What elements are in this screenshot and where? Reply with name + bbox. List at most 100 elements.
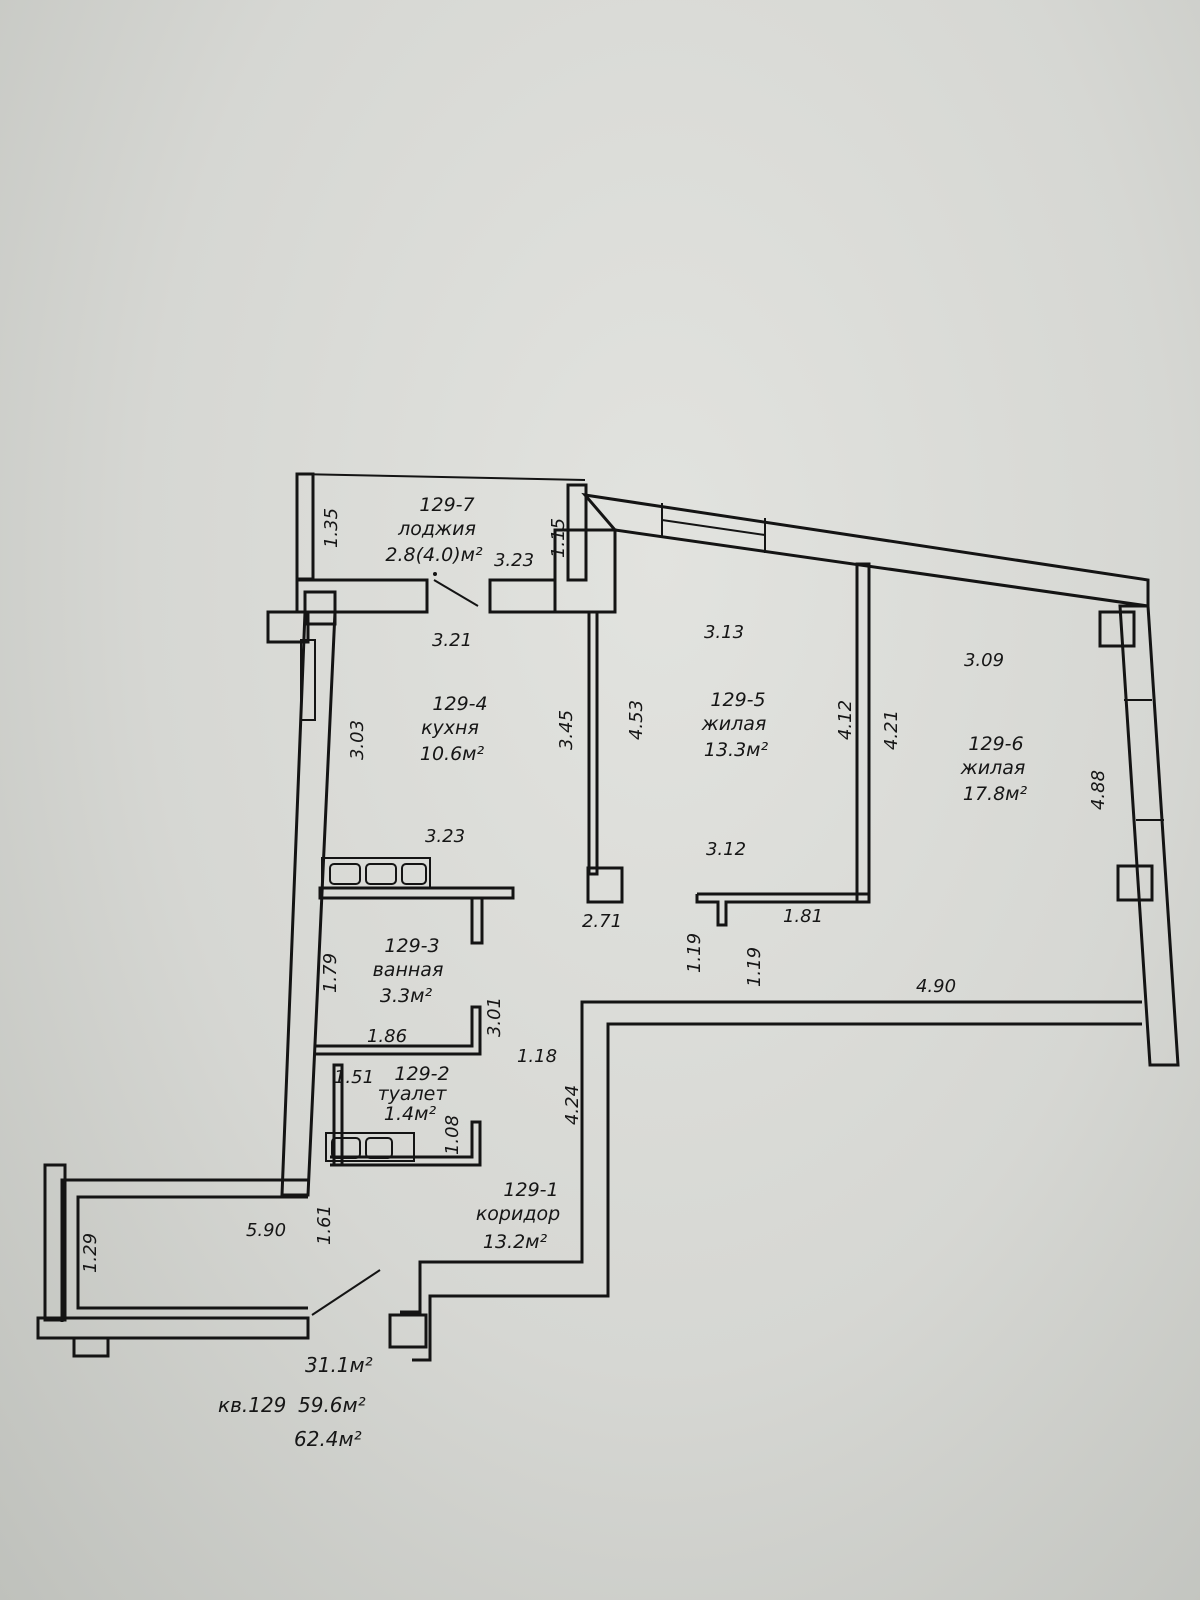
- dim-kitchen-top: 3.21: [432, 630, 472, 651]
- partition-kitchen-r5: [587, 610, 599, 876]
- dim-corr-a: 1.18: [517, 1046, 557, 1067]
- summary-full-area: 62.4м²: [294, 1427, 362, 1451]
- column-r6-top: [1098, 610, 1136, 648]
- corridor-area: 13.2м²: [483, 1231, 548, 1253]
- kitchen-stove-icon: [365, 863, 397, 885]
- entry-bottom-wall: [36, 1316, 310, 1340]
- r5-bottom-wall: [695, 892, 871, 927]
- dim-corr-b: 4.24: [562, 1085, 583, 1125]
- dim-r5-left: 4.53: [626, 700, 647, 740]
- dim-r6-right: 4.88: [1088, 770, 1109, 810]
- dim-hall-c: 1.19: [684, 933, 705, 973]
- dim-toilet-left: 1.51: [334, 1067, 374, 1088]
- loggia-right-wall: [566, 483, 588, 582]
- corridor-id: 129-1: [503, 1179, 558, 1201]
- door-loggia: [433, 579, 479, 607]
- kitchen-sink-icon: [329, 863, 361, 885]
- dim-loggia-side: 1.15: [548, 518, 569, 558]
- toilet-bowl-icon: [331, 1137, 361, 1159]
- summary-apartment-number: кв.129: [218, 1393, 286, 1417]
- bath-name: ванная: [373, 959, 444, 981]
- kitchen-id: 129-4: [432, 693, 487, 715]
- r6-name: жилая: [960, 757, 1026, 779]
- outer-top-wall: [581, 492, 1150, 608]
- r6-id: 129-6: [968, 733, 1023, 755]
- dim-r5-right: 4.12: [835, 700, 856, 740]
- entry-column: [388, 1313, 428, 1349]
- kitchen-top-wall-left: [295, 578, 429, 614]
- bath-wall-stub: [470, 896, 484, 945]
- outer-right-wall: [1118, 604, 1180, 1067]
- dim-r5-bottom: 3.12: [706, 839, 746, 860]
- dim-kitchen-bottom: 3.23: [425, 826, 465, 847]
- r5-corner-wall: [553, 528, 617, 614]
- corridor-wall-inner: [412, 1022, 1142, 1362]
- dim-entry-w: 5.90: [246, 1220, 286, 1241]
- loggia-name: лоджия: [397, 518, 476, 540]
- dim-bath-left: 1.79: [320, 953, 341, 993]
- loggia-left-wall: [295, 472, 315, 581]
- walls: [36, 472, 1180, 1362]
- toilet-name: туалет: [378, 1083, 448, 1105]
- loggia-id: 129-7: [419, 494, 474, 516]
- column-hall: [586, 866, 624, 904]
- dim-hall-b: 1.81: [783, 906, 823, 927]
- dim-kitchen-right: 3.45: [556, 710, 577, 750]
- dim-bath-right: 3.01: [484, 997, 505, 1037]
- dim-r5-top: 3.13: [704, 622, 744, 643]
- column-r6-bottom: [1116, 864, 1154, 902]
- r6-area: 17.8м²: [963, 783, 1028, 805]
- kitchen-counter: [321, 857, 431, 889]
- kitchen-basin-icon: [401, 863, 427, 885]
- window-r5-pane: [661, 519, 766, 536]
- dim-bath-bottom: 1.86: [367, 1026, 407, 1047]
- outer-left-wall: [280, 610, 337, 1197]
- dim-kitchen-left: 3.03: [347, 720, 368, 760]
- summary-total-area: 59.6м²: [298, 1393, 366, 1417]
- corridor-name: коридор: [476, 1203, 560, 1225]
- partition-r5-r6: [855, 562, 871, 904]
- dim-toilet-right: 1.08: [442, 1115, 463, 1155]
- fixtures: [321, 572, 437, 1162]
- toilet-basin-icon: [365, 1137, 393, 1159]
- dim-r6-top: 3.09: [964, 650, 1004, 671]
- entry-vent: [72, 1336, 110, 1358]
- column-outside: [266, 610, 310, 644]
- window-kitchen: [300, 639, 316, 721]
- kitchen-top-wall-right: [488, 578, 557, 614]
- column-kitchen-top: [303, 590, 337, 626]
- toilet-area: 1.4м²: [384, 1103, 437, 1125]
- r5-name: жилая: [701, 713, 767, 735]
- kitchen-bath-wall: [318, 886, 515, 900]
- bath-area: 3.3м²: [380, 985, 433, 1007]
- dimension-labels: 1.35 3.23 1.15 3.21 3.03 3.45 3.23 3.13 …: [80, 508, 1109, 1273]
- doors: [311, 579, 479, 1316]
- dim-loggia-w: 3.23: [494, 550, 534, 571]
- toilet-fixture-block: [325, 1132, 415, 1162]
- dim-hall-a: 2.71: [582, 911, 622, 932]
- summary-living-area: 31.1м²: [305, 1353, 373, 1377]
- r5-id: 129-5: [710, 689, 765, 711]
- dim-hall-d: 1.19: [744, 947, 765, 987]
- dim-entry-h: 1.29: [80, 1233, 101, 1273]
- kitchen-area: 10.6м²: [420, 743, 485, 765]
- dim-entry-d: 1.61: [314, 1205, 335, 1245]
- bath-id: 129-3: [384, 935, 439, 957]
- corridor-wall-outer: [400, 1000, 1142, 1314]
- bath-bottom-wall: [314, 1005, 482, 1056]
- door-pivot: [433, 572, 437, 576]
- entry-left-wall: [43, 1163, 67, 1322]
- entry-wall-inner: [60, 1178, 308, 1322]
- room-labels: 129-7 лоджия 2.8(4.0)м² 129-4 кухня 10.6…: [373, 494, 1028, 1253]
- toilet-bottom-wall: [330, 1120, 482, 1167]
- dim-hall-e: 4.90: [916, 976, 956, 997]
- dim-r6-left: 4.21: [881, 710, 902, 750]
- area-summary: 31.1м² кв.129 59.6м² 62.4м²: [218, 1353, 373, 1451]
- dim-loggia-h: 1.35: [321, 508, 342, 548]
- loggia-glazing-wall: [296, 473, 586, 481]
- loggia-area: 2.8(4.0)м²: [385, 544, 483, 566]
- entry-wall-room: [76, 1195, 308, 1310]
- r5-area: 13.3м²: [704, 739, 769, 761]
